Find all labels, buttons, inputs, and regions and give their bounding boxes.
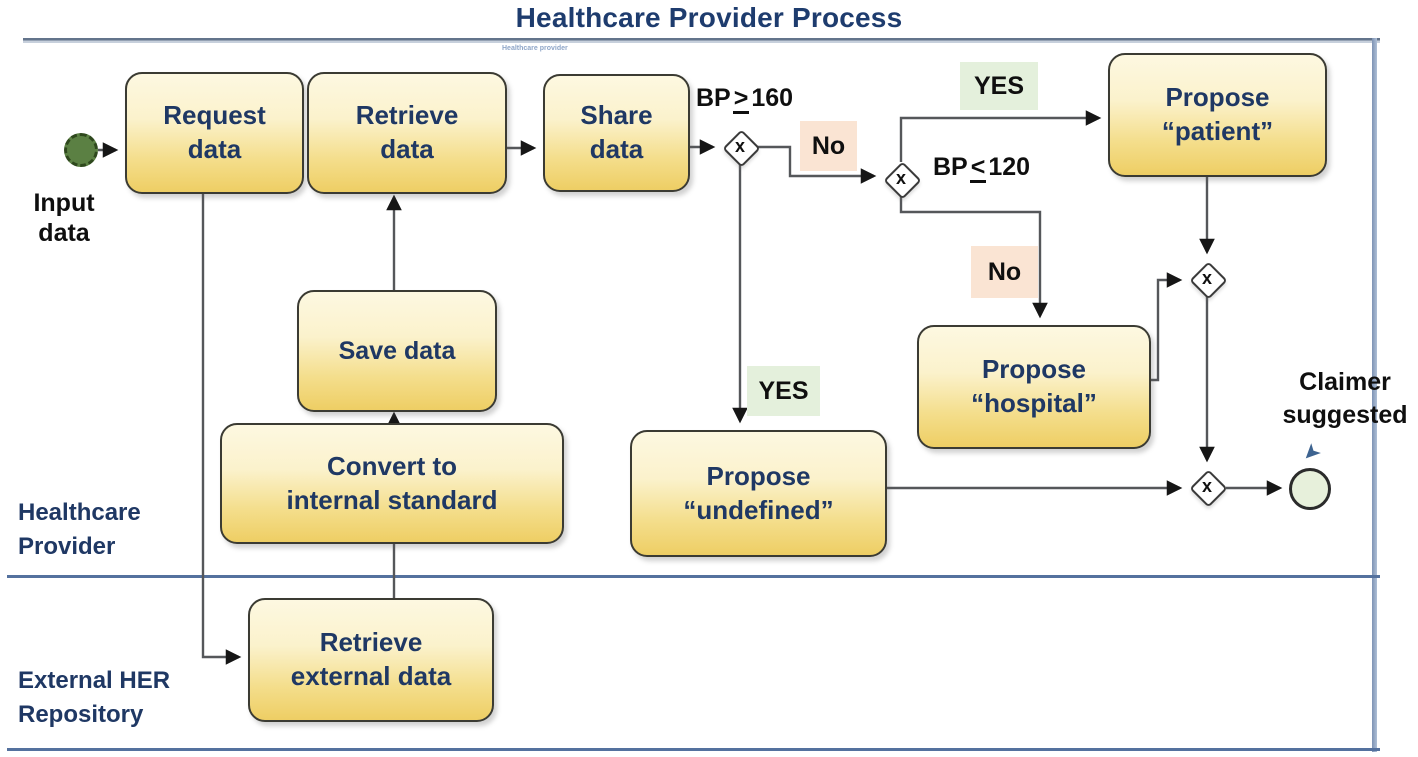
start-event-icon: [64, 133, 98, 167]
task-propose-patient: Propose “patient”: [1108, 53, 1327, 177]
end-event-label: Claimer suggested: [1282, 368, 1408, 429]
branch-label-no-hospital: No: [971, 246, 1038, 298]
condition-bp-low-operator: <: [969, 154, 987, 184]
flow-hospital-to-gateway3: [1147, 272, 1183, 382]
pool-top-border: [23, 38, 1380, 43]
exclusive-gateway-bp-low: x: [883, 161, 922, 200]
task-convert-to-internal-standard: Convert to internal standard: [220, 423, 564, 544]
gateway-x-icon: x: [895, 167, 906, 188]
flow-request-to-retrieve-external: [201, 190, 242, 665]
end-event-icon: [1289, 468, 1331, 510]
task-share-data: Share data: [543, 74, 690, 192]
exclusive-gateway-merge-patient: x: [1189, 261, 1228, 300]
condition-bp-high: BP>160: [696, 84, 794, 115]
flow-gateway1-no-to-gateway2: [757, 145, 877, 184]
gateway-x-icon: x: [734, 135, 745, 156]
condition-bp-high-post: 160: [751, 84, 794, 112]
condition-bp-high-operator: >: [732, 85, 750, 115]
branch-label-no-first: No: [800, 121, 857, 171]
start-event-label: Input data: [33, 189, 95, 247]
task-propose-undefined: Propose “undefined”: [630, 430, 887, 557]
pool-caption: Healthcare provider: [502, 45, 568, 52]
task-propose-hospital: Propose “hospital”: [917, 325, 1151, 449]
flow-gateway2-no-to-hospital: [899, 196, 1048, 319]
gateway-x-icon: x: [1201, 267, 1212, 288]
branch-label-yes-undefined: YES: [747, 366, 820, 416]
branch-label-yes-patient: YES: [960, 62, 1038, 110]
flow-gateway2-yes-to-patient: [899, 110, 1102, 162]
page-title: Healthcare Provider Process: [515, 2, 903, 33]
lane-divider: [7, 575, 1380, 578]
task-save-data: Save data: [297, 290, 497, 412]
condition-bp-low-post: 120: [988, 153, 1031, 181]
lane-label-external-her-repository: External HER Repository: [18, 667, 171, 728]
lane-label-healthcare-provider: Healthcare Provider: [18, 499, 141, 560]
condition-bp-low: BP<120: [933, 153, 1031, 184]
task-request-data: Request data: [125, 72, 304, 194]
task-retrieve-data: Retrieve data: [307, 72, 507, 194]
gateway-x-icon: x: [1201, 475, 1212, 496]
condition-bp-low-pre: BP: [933, 153, 968, 181]
exclusive-gateway-bp-high: x: [722, 129, 761, 168]
pool-bottom-border: [7, 748, 1380, 751]
exclusive-gateway-merge-final: x: [1189, 469, 1228, 508]
pool-right-border: [1372, 38, 1377, 752]
task-retrieve-external-data: Retrieve external data: [248, 598, 494, 722]
condition-bp-high-pre: BP: [696, 84, 731, 112]
